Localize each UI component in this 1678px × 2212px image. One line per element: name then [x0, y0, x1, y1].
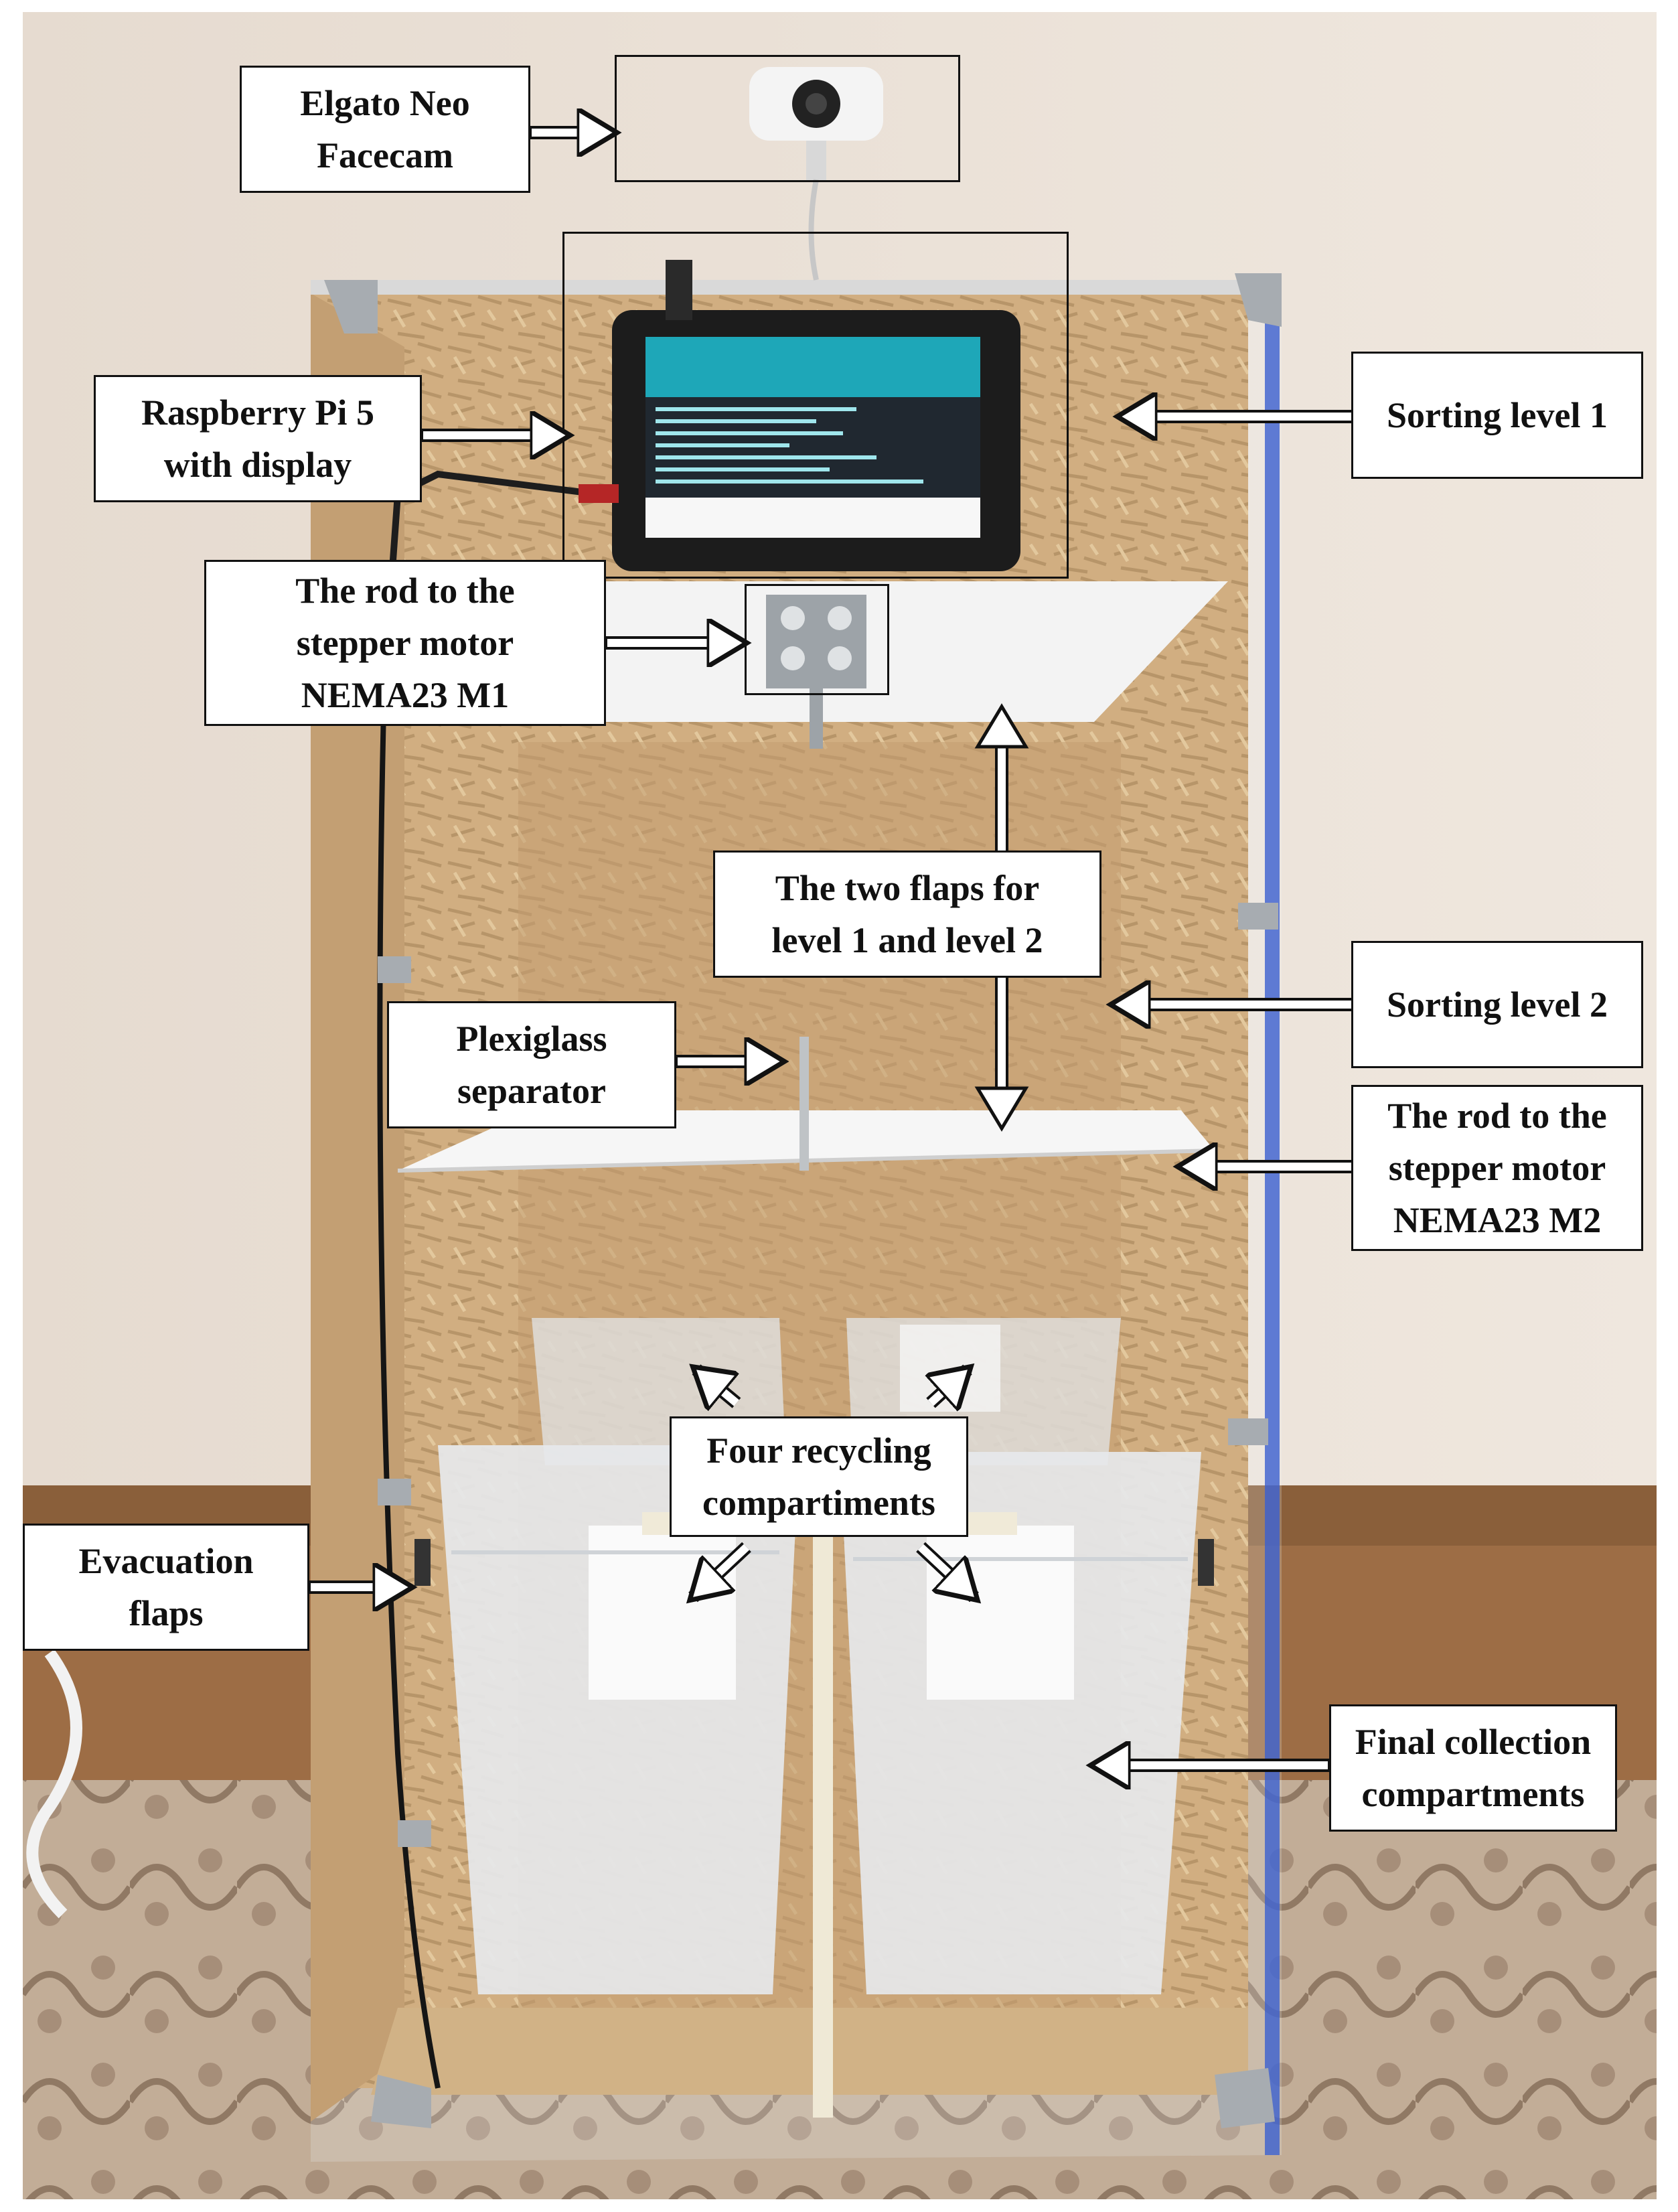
label-flaps-line1: The two flaps for — [775, 868, 1040, 908]
label-facecam-line2: Facecam — [317, 135, 453, 175]
label-evacuation: Evacuation flaps — [23, 1524, 309, 1651]
label-plexiglass-line1: Plexiglass — [456, 1019, 607, 1059]
label-sorting-level-1-text: Sorting level 1 — [1387, 395, 1608, 435]
label-sorting-level-1: Sorting level 1 — [1351, 352, 1643, 479]
label-rod-m1-line3: NEMA23 M1 — [301, 675, 510, 715]
label-rod-m2-line1: The rod to the — [1387, 1096, 1607, 1136]
label-raspberry-line1: Raspberry Pi 5 — [141, 392, 374, 433]
label-final-collection-line2: compartments — [1361, 1774, 1585, 1814]
label-sorting-level-2: Sorting level 2 — [1351, 941, 1643, 1068]
label-facecam-line1: Elgato Neo — [300, 83, 470, 123]
label-evacuation-line2: flaps — [129, 1593, 204, 1633]
label-raspberry-line2: with display — [163, 445, 352, 485]
label-plexiglass-line2: separator — [457, 1071, 606, 1111]
label-four-recycling: Four recycling compartiments — [670, 1416, 968, 1537]
label-rod-m2: The rod to the stepper motor NEMA23 M2 — [1351, 1085, 1643, 1251]
label-sorting-level-2-text: Sorting level 2 — [1387, 984, 1608, 1025]
label-rod-m2-line2: stepper motor — [1388, 1148, 1606, 1188]
label-flaps: The two flaps for level 1 and level 2 — [713, 851, 1101, 978]
recycling-sorter-illustration — [23, 12, 1657, 2199]
label-facecam: Elgato Neo Facecam — [240, 66, 530, 193]
photo-background — [23, 12, 1657, 2199]
label-four-recycling-line1: Four recycling — [706, 1430, 931, 1471]
label-rod-m1-line2: stepper motor — [296, 623, 514, 663]
label-final-collection-line1: Final collection — [1355, 1722, 1592, 1762]
label-rod-m2-line3: NEMA23 M2 — [1393, 1200, 1602, 1240]
label-flaps-line2: level 1 and level 2 — [771, 920, 1043, 960]
display-frame — [562, 232, 1069, 579]
label-rod-m1: The rod to the stepper motor NEMA23 M1 — [204, 560, 606, 726]
label-four-recycling-line2: compartiments — [702, 1483, 935, 1523]
label-raspberry: Raspberry Pi 5 with display — [94, 375, 422, 502]
label-evacuation-line1: Evacuation — [78, 1541, 254, 1581]
label-rod-m1-line1: The rod to the — [295, 571, 515, 611]
label-plexiglass: Plexiglass separator — [387, 1001, 676, 1128]
label-final-collection: Final collection compartments — [1329, 1704, 1617, 1832]
